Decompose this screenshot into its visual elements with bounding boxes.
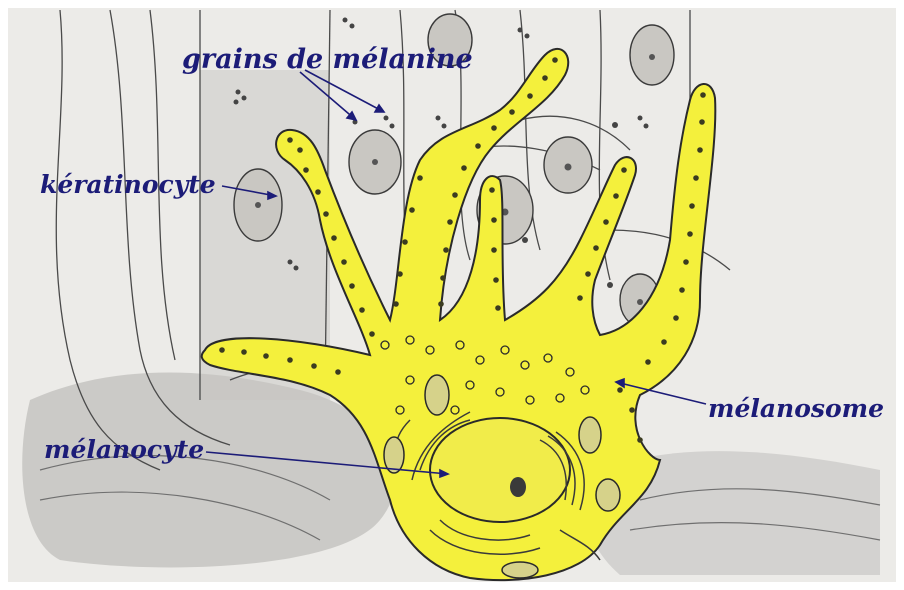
- melanocyte-nucleus: [430, 418, 570, 522]
- label-melanocyte: mélanocyte: [44, 435, 204, 464]
- label-keratinocyte: kératinocyte: [40, 170, 216, 199]
- label-melanosome: mélanosome: [708, 394, 884, 423]
- label-grains-de-melanine: grains de mélanine: [182, 44, 473, 75]
- melanocyte-nucleolus: [510, 477, 526, 497]
